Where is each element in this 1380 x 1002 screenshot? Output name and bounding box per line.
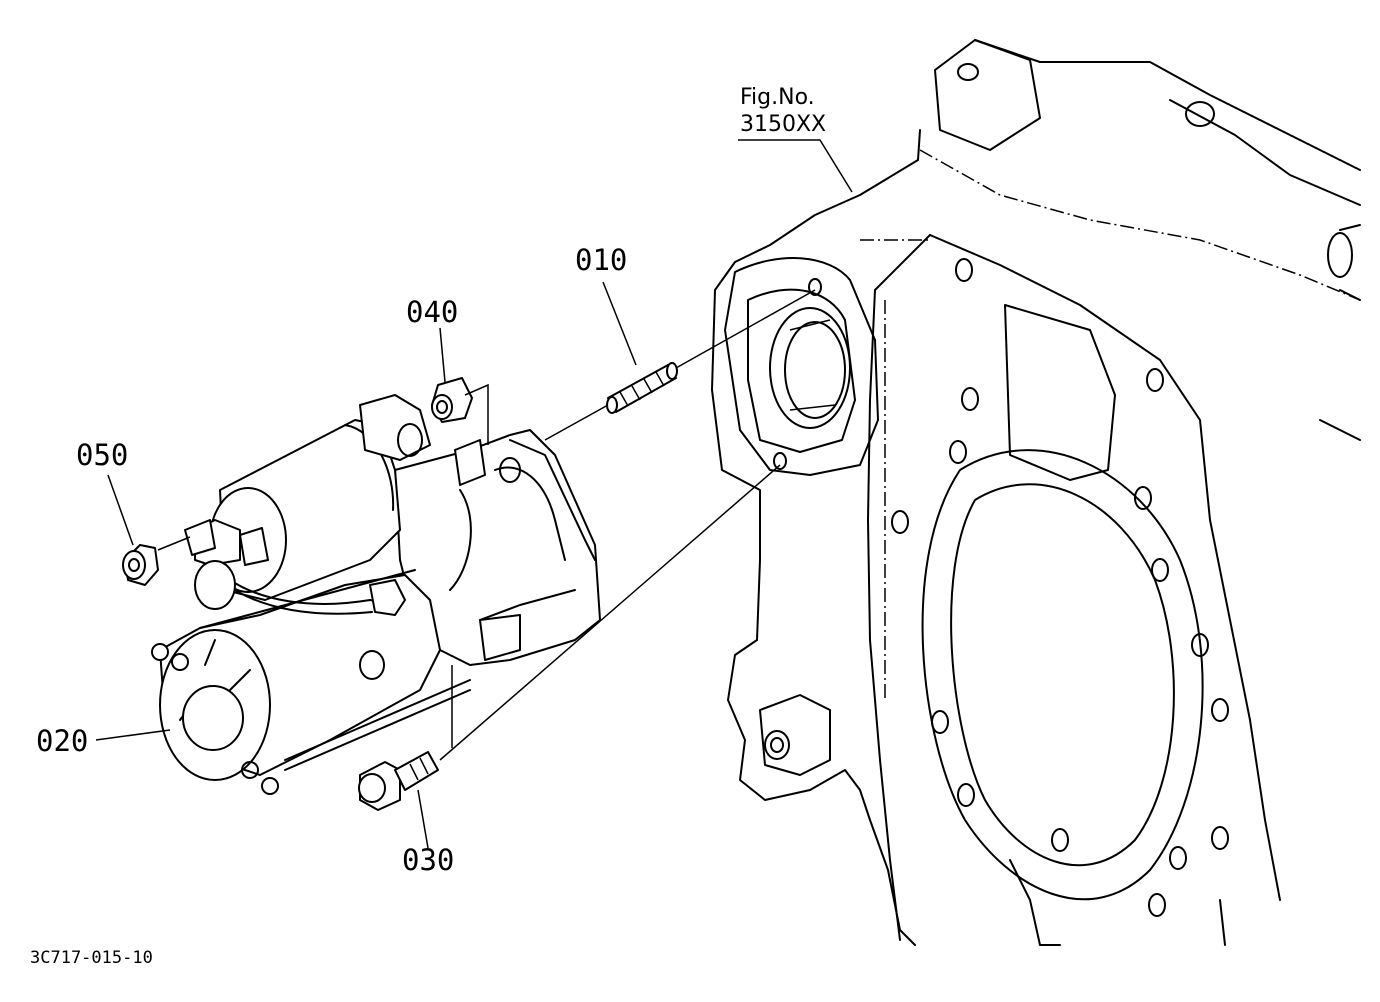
washer-guide-line <box>464 383 489 445</box>
figure-ref-line1: Fig.No. <box>740 85 815 110</box>
washer <box>431 377 473 423</box>
stud-axis-line <box>544 289 816 441</box>
nut-axis-line <box>157 536 191 551</box>
leader-fig-ref <box>738 139 853 193</box>
flange-bolt <box>358 751 439 811</box>
starter-motor <box>151 394 601 795</box>
part-label-030: 030 <box>402 843 454 877</box>
bolt-axis-line <box>439 464 781 761</box>
drawing-code: 3C717-015-10 <box>30 948 153 968</box>
stud-bolt <box>606 362 678 414</box>
figure-ref-line2: 3150XX <box>740 112 826 137</box>
leader-020 <box>95 729 171 741</box>
leader-010 <box>602 281 637 366</box>
leader-030 <box>417 789 429 849</box>
part-label-040: 040 <box>406 295 458 329</box>
part-label-020: 020 <box>36 724 88 758</box>
part-label-010: 010 <box>575 243 627 277</box>
leader-040 <box>439 327 446 383</box>
flywheel-housing <box>711 39 1361 946</box>
leader-050 <box>107 474 134 546</box>
part-label-050: 050 <box>76 438 128 472</box>
nut <box>122 544 159 586</box>
